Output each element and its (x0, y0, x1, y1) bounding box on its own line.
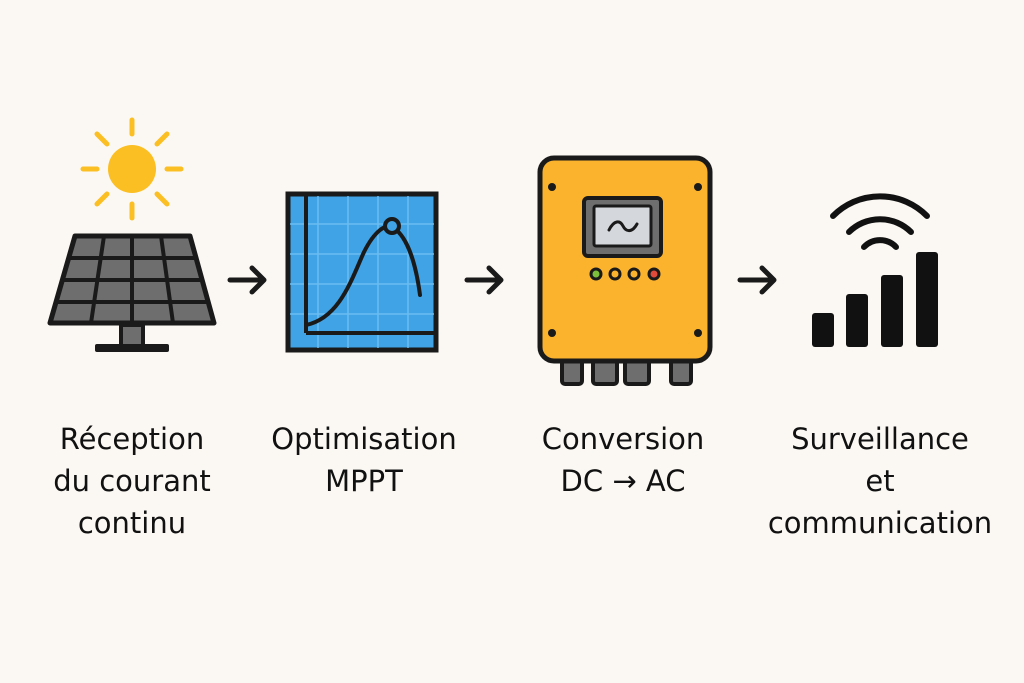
step-label-conversion: Conversion DC → AC (541, 422, 705, 498)
arrow-icon (737, 265, 777, 295)
sun-icon (80, 117, 184, 221)
signal-bars-icon (812, 252, 938, 347)
arrow-icon (464, 265, 504, 295)
step-label-monitoring: Surveillance et communication (767, 422, 993, 540)
max-power-point (383, 217, 401, 235)
wifi-icon (830, 193, 930, 250)
solar-panel-icon (47, 117, 217, 352)
step-label-mppt: Optimisation MPPT (271, 422, 457, 498)
status-leds (589, 267, 661, 281)
inverter-icon (537, 155, 713, 386)
step-label-reception: Réception du courant continu (53, 422, 211, 540)
inverter-screen (582, 196, 663, 258)
mppt-curve-icon (285, 191, 439, 353)
panel-stand (95, 323, 169, 352)
arrow-icon (227, 265, 267, 295)
panel-grid (47, 233, 217, 326)
sine-wave-icon (607, 220, 639, 233)
